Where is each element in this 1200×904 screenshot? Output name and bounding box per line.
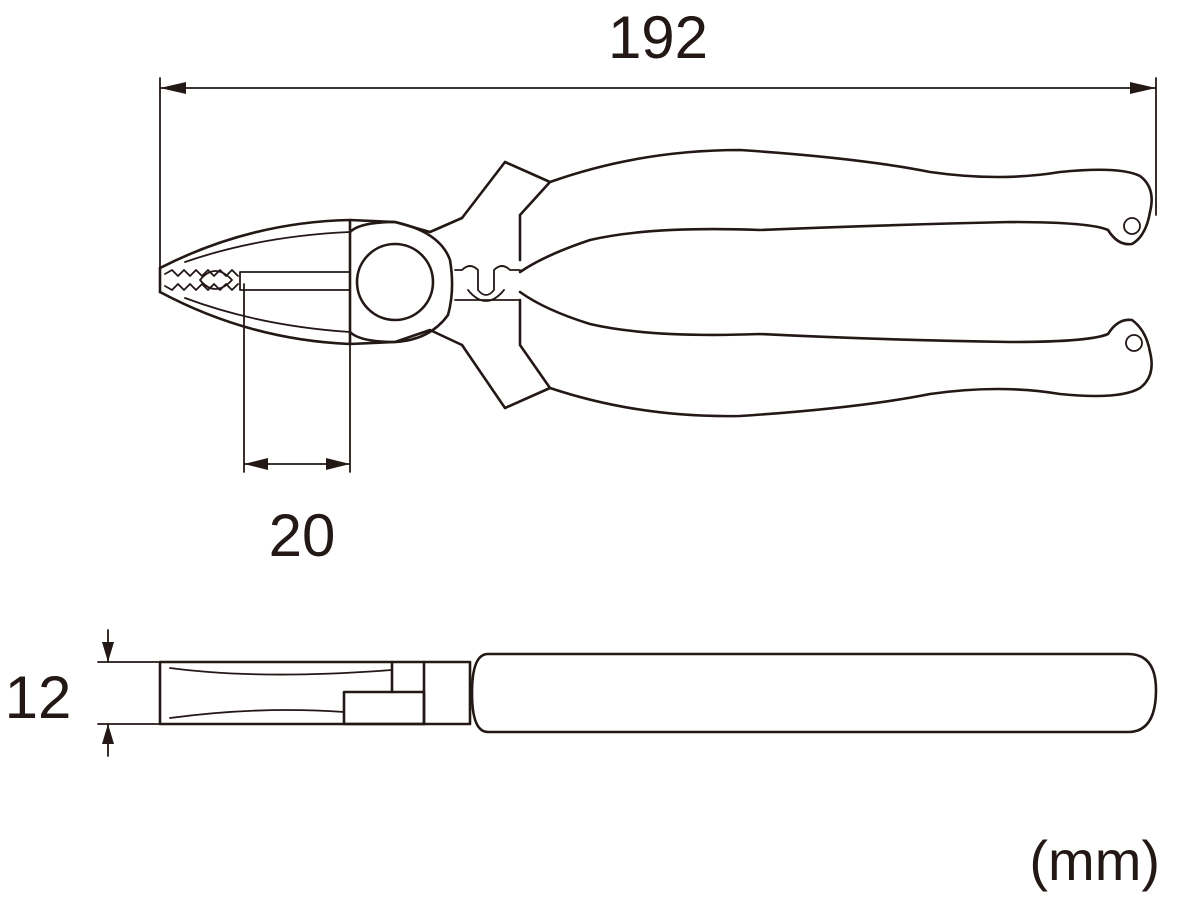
cutter-edge bbox=[239, 271, 351, 291]
pivot-body bbox=[348, 220, 454, 344]
handle-lower-eyelet bbox=[1125, 334, 1143, 352]
jaw-length-dimension: 20 bbox=[243, 283, 351, 569]
side-head-step bbox=[342, 690, 426, 726]
overall-length-dimension: 192 bbox=[159, 4, 1157, 273]
thickness-arrow-bottom bbox=[102, 724, 114, 744]
guard-upper bbox=[460, 160, 552, 262]
side-jaw-curve-bottom bbox=[169, 709, 345, 719]
jaw-length-arrow-left bbox=[244, 458, 268, 470]
pliers-side-view bbox=[158, 652, 1158, 734]
crimp-notch bbox=[454, 265, 521, 301]
thickness-dimension: 12 bbox=[5, 629, 161, 757]
overall-length-label: 192 bbox=[608, 4, 708, 71]
side-handle bbox=[470, 652, 1158, 734]
pliers-top-view bbox=[158, 148, 1153, 418]
handle-upper-eyelet bbox=[1123, 217, 1141, 235]
side-neck bbox=[422, 660, 472, 726]
crimp-notch-detail bbox=[467, 289, 505, 302]
overall-length-arrow-right bbox=[1130, 82, 1156, 94]
handle-upper bbox=[518, 148, 1153, 274]
unit-label: (mm) bbox=[1029, 829, 1160, 892]
guard-lower bbox=[460, 298, 552, 410]
jaw-outline bbox=[158, 216, 464, 347]
handle-lower bbox=[518, 290, 1153, 418]
thickness-arrow-top bbox=[102, 642, 114, 662]
jaw-length-arrow-right bbox=[326, 458, 350, 470]
jaw-inner-line-bottom bbox=[184, 297, 351, 333]
side-jaw-curve-top bbox=[169, 667, 393, 676]
overall-length-arrow-left bbox=[160, 82, 186, 94]
jaw-serrations bbox=[164, 269, 239, 291]
jaw-length-label: 20 bbox=[269, 502, 336, 569]
thickness-label: 12 bbox=[5, 664, 72, 731]
jaw-inner-line-top bbox=[184, 231, 351, 263]
pivot-bolt bbox=[355, 242, 435, 322]
